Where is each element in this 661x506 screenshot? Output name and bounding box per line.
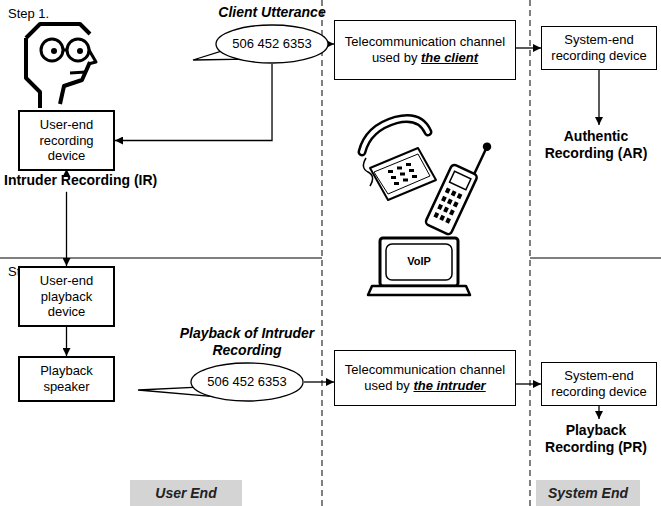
bubble-heading: Client Utterance — [202, 4, 342, 21]
node-text: Playback speaker — [25, 363, 108, 394]
arrow-connector — [66, 327, 67, 356]
recording-device-box: System-end recording device — [541, 362, 657, 406]
node-text: System End — [548, 485, 628, 502]
arrow-connector — [516, 383, 541, 384]
channel-box: Telecommunication channel used by the cl… — [334, 20, 516, 80]
screen-label: VoIP — [386, 255, 452, 267]
bubble-heading: Playback of Intruder Recording — [172, 325, 322, 359]
channel-box: Telecommunication channel used by the in… — [334, 350, 516, 406]
divider-dashed — [322, 0, 323, 506]
arrow-connector — [66, 192, 67, 266]
arrow-connector — [115, 64, 272, 141]
node-text: Telecommunication channel used by the in… — [341, 362, 509, 393]
recording-device-box: System-end recording device — [541, 26, 657, 70]
arrow-connector — [598, 406, 599, 419]
divider-dashed — [530, 0, 531, 506]
node-text: 506 452 6353 — [232, 36, 312, 52]
speech-bubble: Client Utterance506 452 6353 — [215, 24, 329, 64]
node-text: System-end recording device — [548, 32, 650, 63]
arrow-connector — [598, 70, 599, 125]
node-text: User End — [155, 485, 216, 502]
person-icon — [26, 24, 96, 108]
node-text: 506 452 6353 — [207, 374, 287, 390]
node-text: Playback Recording (PR) — [533, 422, 659, 456]
bubble-ellipse — [191, 363, 303, 401]
speaker-box: Playback speaker — [18, 356, 115, 402]
step-divider — [530, 258, 661, 259]
node-text: User-end recording device — [25, 117, 108, 164]
step-divider — [0, 258, 322, 259]
arrow-connector — [304, 381, 334, 382]
node-text: Authentic Recording (AR) — [533, 128, 659, 162]
bubble-ellipse — [216, 25, 328, 63]
region-label-band: User End — [130, 480, 242, 506]
region-label-band: System End — [536, 480, 640, 506]
node-text: System-end recording device — [548, 368, 650, 399]
mobile-phone-icon — [425, 134, 492, 236]
node-text: Telecommunication channel used by the cl… — [341, 34, 509, 65]
computer-icon — [368, 238, 470, 295]
arrow-connector — [516, 47, 541, 48]
device-box: User-end playback device — [18, 266, 115, 327]
speech-bubble: Playback of Intruder Recording506 452 63… — [190, 362, 304, 402]
recording-label: Intruder Recording (IR) — [4, 172, 157, 189]
device-box: User-end recording device — [18, 110, 115, 171]
recording-label: Authentic Recording (AR) — [533, 128, 659, 162]
node-text: User-end playback device — [25, 273, 108, 320]
step-label: Step 1. — [8, 6, 88, 21]
recording-label: Playback Recording (PR) — [533, 422, 659, 456]
node-text: Intruder Recording (IR) — [4, 172, 157, 189]
telephone-icon — [362, 119, 436, 201]
